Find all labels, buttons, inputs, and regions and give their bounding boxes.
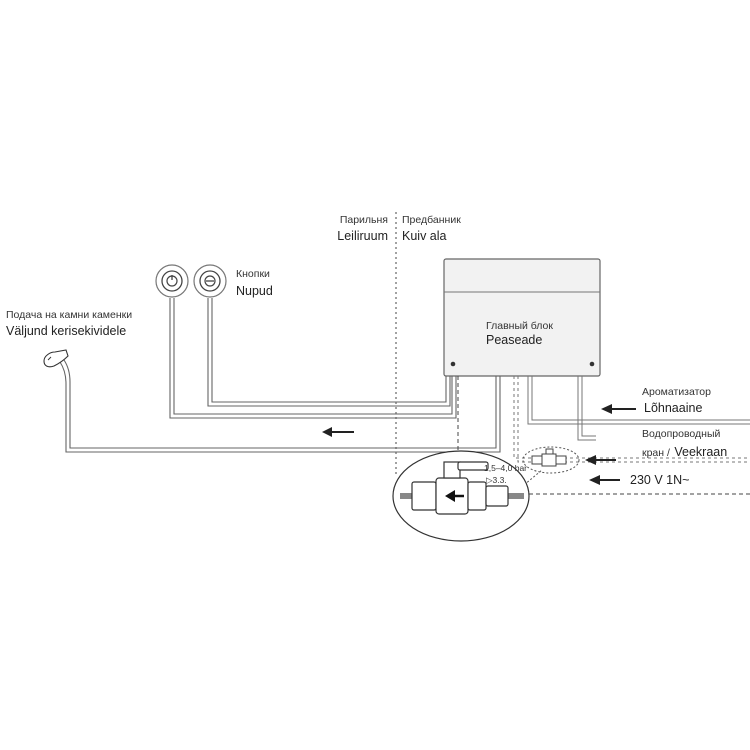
water-inlet-pipe: [513, 376, 750, 463]
main-unit-label-ru: Главный блок: [486, 320, 553, 332]
steam-outlet-label-et: Väljund kerisekividele: [6, 324, 127, 338]
steam-outlet-icon: [43, 349, 69, 368]
power-label: 230 V 1N~: [630, 473, 690, 487]
water-tap-label-ru-2: кран /: [642, 447, 670, 459]
button-2-icon: [193, 264, 227, 298]
dressing-room-label-et: Kuiv ala: [402, 229, 447, 243]
main-unit-label-et: Peaseade: [486, 333, 543, 347]
steam-room-label-et: Leiliruum: [337, 229, 388, 243]
steam-hose: [63, 359, 497, 449]
buttons-label-et: Nupud: [236, 284, 273, 298]
pressure-range-label: 1,5–4,0 bar: [484, 463, 528, 473]
power-arrow-icon: [589, 475, 620, 485]
screw-icon: [450, 361, 456, 367]
aroma-line: [577, 376, 596, 441]
water-arrow-icon: [585, 455, 616, 465]
aroma-label-ru: Ароматизатор: [642, 386, 711, 398]
main-unit: [443, 258, 601, 377]
button-1-icon: [155, 264, 189, 298]
steam-hose: [59, 361, 501, 453]
steam-room-label-ru: Парильня: [339, 214, 388, 226]
water-tap-label-et: Veekraan: [674, 445, 728, 459]
button-2-cable: [207, 298, 451, 407]
water-tap-label-line2: кран / Veekraan: [642, 443, 727, 461]
water-tap-label-ru: Водопроводный: [642, 428, 721, 440]
water-tap-icon: [522, 446, 580, 474]
pressure-ref-label: ▷3.3.: [486, 475, 507, 485]
aroma-label-et: Lõhnaaine: [644, 401, 703, 415]
steam-flow-arrow-icon: [322, 427, 354, 437]
dressing-room-label-ru: Предбанник: [402, 214, 461, 226]
buttons-label-ru: Кнопки: [236, 268, 270, 280]
steam-outlet-label-ru: Подача на камни каменки: [6, 309, 133, 321]
button-1-cable: [169, 298, 457, 419]
screw-icon: [589, 361, 595, 367]
aroma-arrow-icon: [601, 404, 636, 414]
flow-direction-arrow-icon: [445, 490, 464, 502]
aroma-line: [527, 376, 750, 425]
water-tap-detail: [392, 450, 530, 542]
